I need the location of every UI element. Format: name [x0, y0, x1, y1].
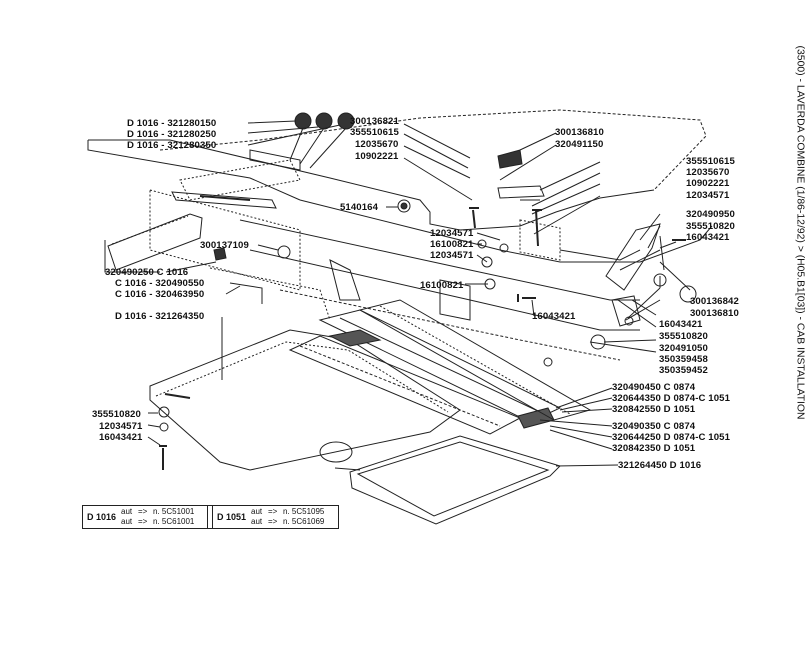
legend-separator — [207, 506, 213, 528]
legend-right-aut-2: aut — [251, 517, 263, 526]
part-label: 300136821 — [350, 116, 399, 127]
part-label: 320842550 D 1051 — [612, 404, 696, 415]
part-label: 320490250 C 1016 — [105, 267, 189, 278]
part-label: C 1016 - 320490550 — [115, 278, 205, 289]
legend-left-arrow-1: => — [138, 507, 148, 516]
part-label: C 1016 - 320463950 — [115, 289, 205, 300]
part-label: 320842350 D 1051 — [612, 443, 696, 454]
legend-right-aut-1: aut — [251, 507, 263, 516]
part-label: D 1016 - 321264350 — [115, 311, 205, 322]
part-label: 321264450 D 1016 — [618, 460, 702, 471]
part-label: 320490450 C 0874 — [612, 382, 696, 393]
part-label: 300136810 — [690, 308, 739, 319]
part-label: 12035670 — [355, 139, 399, 150]
part-label: 320491150 — [555, 139, 604, 150]
part-label: 320491050 — [659, 343, 708, 354]
part-label: 16043421 — [686, 232, 730, 243]
part-label: D 1016 - 321280250 — [127, 129, 217, 140]
part-label: 320490350 C 0874 — [612, 421, 696, 432]
legend-left-model: D 1016 — [87, 512, 117, 522]
part-label: 10902221 — [686, 178, 730, 189]
part-label: 320490950 — [686, 209, 735, 220]
serial-legend: D 1016 aut => n. 5C51001 aut => n. 5C610… — [82, 505, 339, 529]
legend-right-arrow-2: => — [268, 517, 278, 526]
part-label: 355510820 — [659, 331, 708, 342]
part-label: 12034571 — [686, 190, 730, 201]
part-label: 12034571 — [430, 228, 474, 239]
side-title: (3500) - LAVERDA COMBINE (1/86-12/92) > … — [794, 45, 806, 420]
part-label: 16043421 — [99, 432, 143, 443]
part-label: D 1016 - 321280150 — [127, 118, 217, 129]
part-label: 300137109 — [200, 240, 249, 251]
part-label: 12035670 — [686, 167, 730, 178]
part-label: 355510820 — [92, 409, 141, 420]
part-label: 320644350 D 0874-C 1051 — [612, 393, 731, 404]
part-label: 16100821 — [430, 239, 474, 250]
part-label: 12034571 — [99, 421, 143, 432]
legend-left-aut-1: aut — [121, 507, 133, 516]
legend-right-arrow-1: => — [268, 507, 278, 516]
part-label: 5140164 — [340, 202, 379, 213]
part-label: 355510820 — [686, 221, 735, 232]
part-label: 12034571 — [430, 250, 474, 261]
legend-right-model: D 1051 — [217, 512, 247, 522]
legend-left-value-1: n. 5C51001 — [153, 507, 195, 516]
part-label: 320644250 D 0874-C 1051 — [612, 432, 731, 443]
legend-left-aut-2: aut — [121, 517, 133, 526]
part-label: 355510615 — [686, 156, 735, 167]
part-label: 300136842 — [690, 296, 739, 307]
part-label: 16100821 — [420, 280, 464, 291]
part-label: 355510615 — [350, 127, 399, 138]
legend-right-value-1: n. 5C51095 — [283, 507, 325, 516]
part-label: D 1016 - 321280350 — [127, 140, 217, 151]
part-label: 300136810 — [555, 127, 604, 138]
part-label: 350359458 — [659, 354, 708, 365]
legend-left-arrow-2: => — [138, 517, 148, 526]
legend-right-value-2: n. 5C61069 — [283, 517, 325, 526]
part-label: 350359452 — [659, 365, 708, 376]
legend-left-value-2: n. 5C61001 — [153, 517, 195, 526]
part-label: 16043421 — [532, 311, 576, 322]
part-label: 16043421 — [659, 319, 703, 330]
part-label: 10902221 — [355, 151, 399, 162]
